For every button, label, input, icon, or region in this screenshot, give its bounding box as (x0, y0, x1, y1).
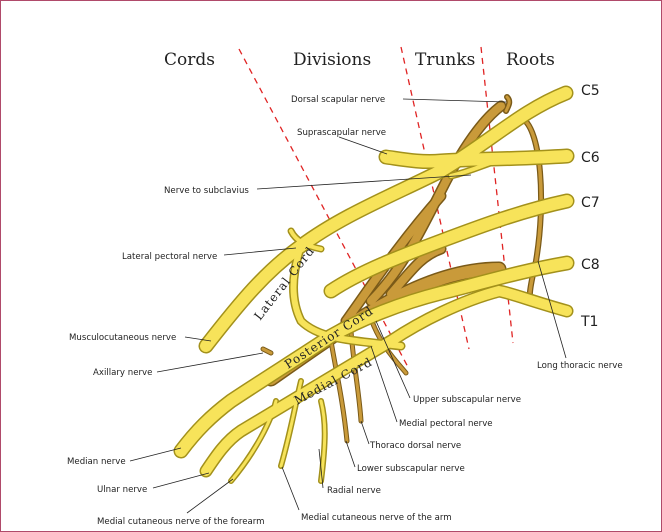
root-c5: C5 (581, 83, 600, 99)
label-radial-nerve: Radial nerve (327, 486, 381, 496)
root-t1: T1 (580, 314, 598, 330)
label-medial-cutaneous-arm: Medial cutaneous nerve of the arm (301, 513, 452, 523)
root-c6: C6 (581, 150, 600, 166)
header-trunks: Trunks (415, 50, 475, 70)
label-ulnar-nerve: Ulnar nerve (97, 485, 147, 495)
label-thoraco-dorsal-nerve: Thoraco dorsal nerve (369, 441, 461, 451)
label-lower-subscapular-nerve: Lower subscapular nerve (357, 464, 465, 474)
label-suprascapular-nerve: Suprascapular nerve (297, 128, 386, 138)
label-median-nerve: Median nerve (67, 457, 126, 467)
root-c8: C8 (581, 257, 600, 273)
label-medial-cutaneous-forearm: Medial cutaneous nerve of the forearm (97, 517, 265, 527)
label-nerve-to-subclavius: Nerve to subclavius (164, 186, 249, 196)
header-cords: Cords (164, 50, 215, 70)
label-dorsal-scapular-nerve: Dorsal scapular nerve (291, 95, 385, 105)
root-c7: C7 (581, 195, 600, 211)
label-long-thoracic-nerve: Long thoracic nerve (537, 361, 623, 371)
label-medial-pectoral-nerve: Medial pectoral nerve (399, 419, 493, 429)
label-upper-subscapular-nerve: Upper subscapular nerve (413, 395, 521, 405)
header-roots: Roots (506, 50, 555, 70)
label-musculocutaneous-nerve: Musculocutaneous nerve (69, 333, 176, 343)
header-divisions: Divisions (293, 50, 371, 70)
label-lateral-pectoral-nerve: Lateral pectoral nerve (122, 252, 217, 262)
label-axillary-nerve: Axillary nerve (93, 368, 152, 378)
